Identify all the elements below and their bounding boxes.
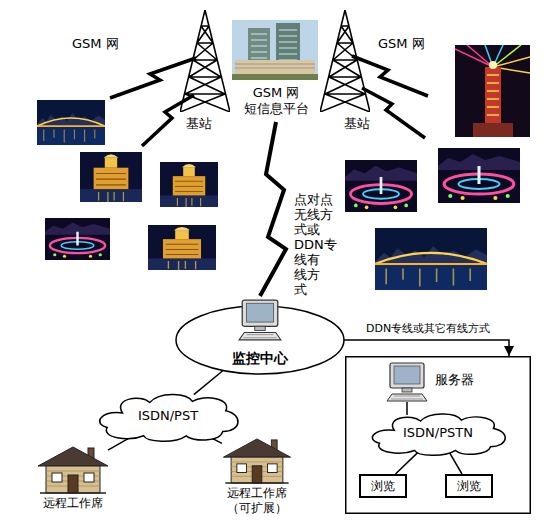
network-cloud: ISDN/PSTN [365,410,511,456]
monitor-center-ellipse: 监控中心 [175,298,345,376]
label-anchor: DDN专线或其它有线方式 [366,322,490,335]
house-icon [223,439,290,483]
night-photo [80,152,142,202]
night-photo [160,162,218,207]
network-label: GSM 网 [72,36,119,52]
label-anchor: 基站 [344,116,370,132]
wire [406,402,408,415]
edge-label: DDN专线或其它有线方式 [366,322,490,335]
box-outline [446,475,492,497]
network-label: GSM 网 [378,36,425,52]
station-label: 基站 [186,116,212,132]
night-photo [37,100,105,145]
night-photo [148,225,216,270]
edge-label: 点对点 无线方 式或 DDN专 线有 线方 式 [294,192,340,297]
node-text: ISDN/PSTN [365,425,511,441]
computer-icon [387,363,427,401]
night-photo [345,160,417,212]
platform-building [232,20,318,80]
box-outline [346,357,531,514]
node-text: 浏览 [445,479,493,494]
browse-box: 浏览 [445,474,493,498]
station-label: 基站 [344,116,370,132]
night-photo [45,218,110,260]
node-text: 远程工作席 （可扩展） [212,486,302,516]
remote-workstation: 远程工作席 [28,446,118,512]
night-photo [455,45,530,137]
connector [395,452,417,474]
label-anchor: 基站 [186,116,212,132]
connector [450,453,462,474]
browse-box: 浏览 [359,474,407,498]
label-anchor: 点对点 无线方 式或 DDN专 线有 线方 式 [294,192,340,297]
node-text: 浏览 [359,479,407,494]
night-photo [438,148,520,203]
lightning-bolt [362,88,425,138]
node-text: 监控中心 [175,350,345,367]
remote-workstation: 远程工作席 （可扩展） [212,438,302,518]
connector [344,340,509,356]
night-photo [375,228,487,290]
house-icon [38,447,108,493]
network-cloud: ISDN/PST [92,390,244,442]
label-anchor: GSM 网 [72,36,119,52]
server-box: 服务器 ISDN/PSTN 浏览 浏览 [345,356,531,514]
lightning-bolt [110,58,196,98]
connector [194,371,223,395]
node-text: ISDN/PST [92,408,244,424]
node-text: 服务器 [435,372,515,388]
box-outline [360,475,406,497]
label-anchor: GSM 网 [378,36,425,52]
lightning-link [260,122,286,296]
node-text: GSM 网 短信息平台 [228,85,324,117]
node-text: 远程工作席 [28,496,118,511]
computer-icon [239,300,281,340]
platform-caption-box: GSM 网 短信息平台 [228,85,324,119]
